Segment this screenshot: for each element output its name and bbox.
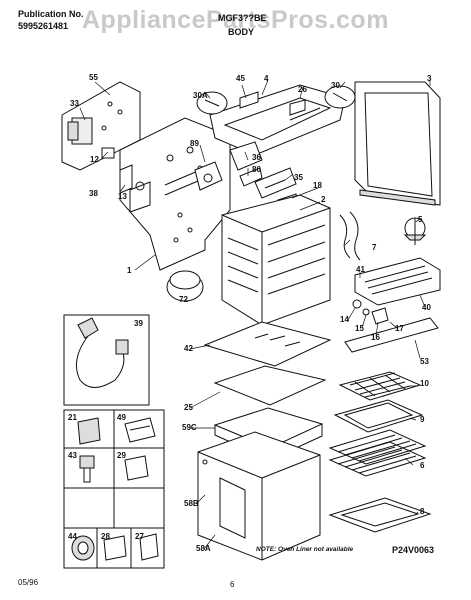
part-89-switch <box>194 161 223 191</box>
callout-55: 55 <box>89 73 98 82</box>
part-86-clip <box>239 167 263 187</box>
callout-27: 27 <box>135 532 144 541</box>
part-38-bracket <box>119 164 133 194</box>
callout-12: 12 <box>90 155 99 164</box>
callout-26: 26 <box>298 85 307 94</box>
rear-frame <box>119 117 231 271</box>
callout-53: 53 <box>420 357 429 366</box>
part-25-bottom-panel <box>213 365 327 406</box>
callout-86: 86 <box>252 165 261 174</box>
part-58-drawer-base <box>197 431 321 561</box>
part-3-side-panel <box>354 81 441 206</box>
part-10-broiler-grid <box>338 371 422 401</box>
callout-36: 36 <box>252 153 261 162</box>
callout-10: 10 <box>420 379 429 388</box>
callout-17: 17 <box>395 324 404 333</box>
callout-labels: 55 45 4 3 30 30A 26 33 89 36 86 12 38 13… <box>68 73 432 553</box>
leader-lines <box>79 79 431 550</box>
callout-9: 9 <box>420 415 425 424</box>
callout-28: 28 <box>101 532 110 541</box>
part-13 <box>135 181 145 191</box>
callout-39: 39 <box>134 319 143 328</box>
part-53-trim <box>344 317 439 353</box>
part-36-bracket <box>229 141 263 171</box>
callout-38: 38 <box>89 189 98 198</box>
callout-30: 30 <box>331 81 340 90</box>
callout-42: 42 <box>184 344 193 353</box>
part-9-broiler-pan <box>333 399 424 433</box>
watermark: AppliancePartsPros.com <box>82 6 389 34</box>
footer-page-number: 6 <box>230 580 235 589</box>
part-40-vent-tray <box>354 257 441 306</box>
part-12-bracket <box>101 147 115 159</box>
part-42-broil-plate <box>203 321 332 367</box>
callout-8: 8 <box>420 507 425 516</box>
callout-43: 43 <box>68 451 77 460</box>
publication-label: Publication No. <box>18 9 84 19</box>
callout-2: 2 <box>321 195 326 204</box>
part-7-spring <box>339 211 361 261</box>
callout-15: 15 <box>355 324 364 333</box>
part-4-top-panel <box>196 84 356 156</box>
callout-58A: 58A <box>196 544 211 553</box>
callout-3: 3 <box>427 74 432 83</box>
part-6-oven-racks <box>328 429 427 477</box>
callout-6: 6 <box>420 461 425 470</box>
callout-30A: 30A <box>193 91 208 100</box>
callout-13: 13 <box>118 192 127 201</box>
callout-49: 49 <box>117 413 126 422</box>
callout-16: 16 <box>371 333 380 342</box>
callout-89: 89 <box>190 139 199 148</box>
part-2-oven-body <box>221 194 331 326</box>
callout-58B: 58B <box>184 499 199 508</box>
callout-25: 25 <box>184 403 193 412</box>
callout-41: 41 <box>356 265 365 274</box>
callout-29: 29 <box>117 451 126 460</box>
part-5-leveler <box>403 217 427 245</box>
model-number: MGF3??BE <box>218 13 267 23</box>
publication-number: 5995261481 <box>18 21 69 31</box>
callout-18: 18 <box>313 181 322 190</box>
callout-21: 21 <box>68 413 77 422</box>
callout-59C: 59C <box>182 423 197 432</box>
callout-14: 14 <box>340 315 349 324</box>
part-55-back-panel <box>61 81 141 171</box>
callout-35: 35 <box>294 173 303 182</box>
callout-40: 40 <box>422 303 431 312</box>
section-title: BODY <box>228 27 255 37</box>
callout-4: 4 <box>264 74 269 83</box>
callout-44: 44 <box>68 532 77 541</box>
drawing-code: P24V0063 <box>392 545 435 555</box>
callout-72: 72 <box>179 295 188 304</box>
callout-33: 33 <box>70 99 79 108</box>
part-72-knob <box>166 270 204 302</box>
part-35-latch <box>254 167 297 199</box>
callout-1: 1 <box>127 266 132 275</box>
oven-liner-note: NOTE: Oven Liner not available <box>256 546 354 553</box>
callout-7: 7 <box>372 243 377 252</box>
small-parts-grid <box>63 409 165 569</box>
callout-5: 5 <box>418 215 423 224</box>
part-14-15-16-17-hardware <box>352 299 389 325</box>
part-8-oven-liner <box>328 497 432 533</box>
part-39-power-cord <box>63 314 150 406</box>
callout-45: 45 <box>236 74 245 83</box>
footer-date: 05/96 <box>18 578 39 587</box>
